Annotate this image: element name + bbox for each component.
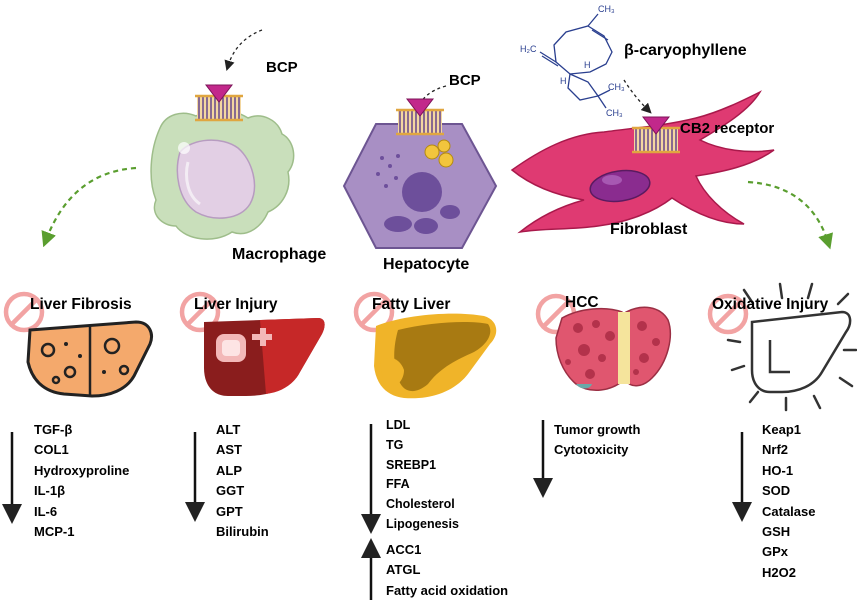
marker: Tumor growth [554, 422, 641, 437]
marker: FFA [386, 477, 410, 492]
condition-title-hcc: HCC [565, 294, 599, 311]
bcp-arrow-hepatocyte [414, 85, 447, 113]
marker: Nrf2 [762, 442, 789, 458]
hepatocyte-cell [342, 97, 498, 249]
bcp-arrow-macrophage [224, 29, 263, 71]
marker: Keap1 [762, 422, 802, 437]
bcp-molecule-structure [539, 13, 613, 109]
marker: Bilirubin [216, 524, 269, 540]
marker: IL-6 [34, 503, 58, 519]
hepatocyte-label: Hepatocyte [383, 256, 470, 273]
fatty-marker-list-up: ACC1 ATGL Fatty acid oxidation [386, 540, 508, 601]
svg-text:H₂C: H₂C [520, 44, 537, 54]
marker: Catalase [762, 503, 816, 519]
green-arrow-right [747, 180, 833, 250]
macrophage-cell [150, 83, 295, 240]
molecule-atom-labels: CH₃ H₂C H H CH₃ CH₃ [520, 4, 625, 118]
marker: GGT [216, 483, 245, 499]
marker: Fatty acid oxidation [386, 582, 509, 598]
marker: H2O2 [762, 564, 796, 580]
injury-marker-list: ALT AST ALP GGT GPT Bilirubin [216, 420, 269, 542]
injured-liver-icon [204, 318, 325, 396]
marker: HO-1 [762, 462, 794, 478]
marker: Hydroxyproline [34, 462, 130, 478]
condition-title-fatty: Fatty Liver [372, 296, 451, 313]
marker: ACC1 [386, 542, 422, 557]
marker: LDL [386, 418, 411, 432]
marker: ALT [216, 422, 241, 437]
marker: Cholesterol [386, 497, 455, 512]
fatty-liver-icon [374, 313, 497, 399]
svg-text:H: H [584, 60, 591, 70]
marker: SOD [762, 483, 791, 499]
condition-title-fibrosis: Liver Fibrosis [30, 296, 132, 313]
fibrosis-marker-list: TGF-β COL1 Hydroxyproline IL-1β IL-6 MCP… [34, 420, 129, 542]
svg-text:CH₃: CH₃ [598, 4, 615, 14]
marker: SREBP1 [386, 457, 437, 472]
marker: Lipogenesis [386, 516, 459, 531]
marker: ATGL [386, 562, 421, 578]
marker: TGF-β [34, 422, 73, 437]
svg-text:CH₃: CH₃ [606, 108, 623, 118]
oxidative-liver-icon [726, 282, 857, 412]
fibroblast-label: Fibroblast [610, 221, 688, 238]
fibrotic-liver-icon [26, 320, 153, 398]
condition-title-oxidative: Oxidative Injury [712, 296, 829, 313]
marker: GSH [762, 524, 791, 540]
bcp-arrow-fibroblast [623, 79, 652, 114]
marker: IL-1β [34, 483, 66, 499]
green-arrow-left [41, 166, 137, 248]
bcp-label: BCP [266, 59, 298, 76]
marker: AST [216, 442, 242, 458]
marker: ALP [216, 462, 242, 478]
macrophage-label: Macrophage [232, 246, 327, 263]
fatty-marker-list-down: LDL TG SREBP1 FFA Cholesterol Lipogenesi… [386, 416, 459, 535]
fibroblast-cell [510, 90, 775, 234]
molecule-label: β-caryophyllene [624, 42, 747, 59]
marker: TG [386, 437, 404, 452]
svg-text:CH₃: CH₃ [608, 82, 625, 92]
tumor-liver-icon [555, 306, 671, 391]
marker: GPT [216, 503, 243, 519]
receptor-label: CB2 receptor [680, 120, 775, 137]
marker: COL1 [34, 442, 69, 458]
condition-title-injury: Liver Injury [194, 296, 278, 313]
marker: Cytotoxicity [554, 442, 629, 458]
marker: MCP-1 [34, 524, 75, 540]
svg-text:H: H [560, 76, 567, 86]
oxidative-marker-list: Keap1 Nrf2 HO-1 SOD Catalase GSH GPx H2O… [762, 420, 815, 583]
membrane-receptor-icon [394, 97, 446, 136]
membrane-receptor-icon [193, 83, 245, 122]
marker: GPx [762, 544, 789, 560]
bcp-label: BCP [449, 72, 481, 89]
hcc-marker-list: Tumor growth Cytotoxicity [554, 420, 640, 461]
